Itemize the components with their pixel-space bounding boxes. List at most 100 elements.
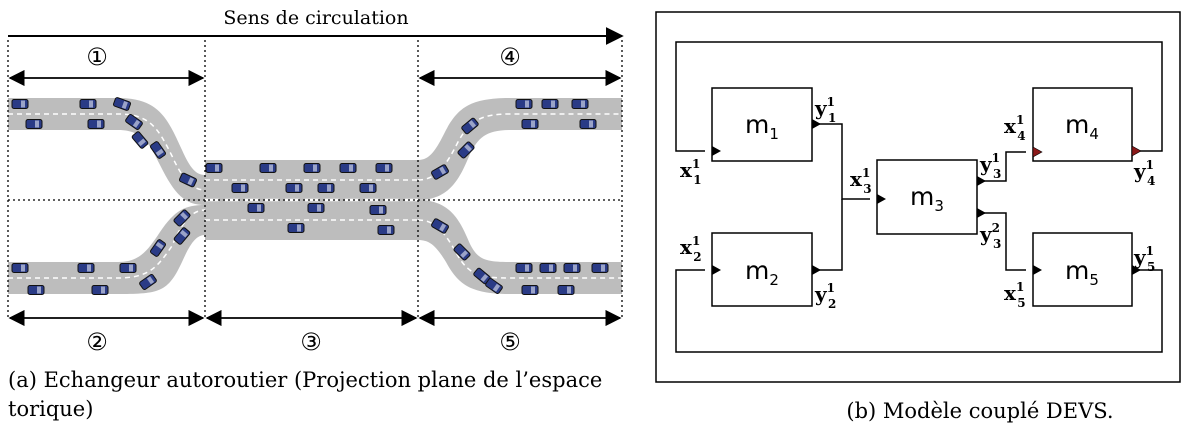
car-icon: [11, 263, 29, 273]
car-icon: [541, 99, 559, 109]
car-icon: [287, 223, 305, 233]
vehicles: [11, 97, 609, 295]
port-x5-marker: [1033, 265, 1042, 275]
car-icon: [303, 163, 321, 173]
zone-number-1: ①: [86, 43, 108, 71]
car-icon: [113, 97, 131, 111]
car-icon: [87, 119, 105, 129]
car-icon: [431, 218, 449, 234]
direction-label: Sens de circulation: [223, 7, 408, 29]
zone-arrows: [8, 69, 622, 327]
car-icon: [259, 163, 277, 173]
car-icon: [25, 119, 43, 129]
car-icon: [461, 117, 479, 135]
car-icon: [369, 205, 387, 215]
port-y4-marker: [1131, 145, 1142, 157]
car-icon: [150, 239, 166, 257]
car-icon: [77, 263, 95, 273]
outer-frame: [655, 11, 1181, 383]
car-icon: [591, 263, 609, 273]
car-icon: [247, 203, 265, 213]
road-segment-2: [8, 205, 205, 294]
car-icon: [91, 285, 109, 295]
car-icon: [563, 263, 581, 273]
model-box-m4: [1032, 87, 1133, 162]
car-icon: [131, 131, 149, 149]
car-icon: [377, 225, 395, 235]
car-icon: [453, 243, 471, 261]
car-icon: [557, 285, 575, 295]
zone-number-3: ③: [300, 328, 322, 356]
zone-separators: [7, 40, 623, 318]
car-icon: [339, 163, 357, 173]
car-icon: [485, 278, 503, 294]
car-icon: [179, 172, 197, 188]
zone-number-2: ②: [86, 328, 108, 356]
port-y1-marker: [812, 119, 821, 129]
car-icon: [571, 99, 589, 109]
car-icon: [285, 183, 303, 193]
port-y5-marker: [1132, 265, 1141, 275]
car-icon: [173, 209, 191, 227]
model-label-m1: m1: [745, 110, 779, 143]
model-label-m2: m2: [745, 256, 779, 289]
car-icon: [150, 141, 166, 159]
car-icon: [119, 263, 137, 273]
car-icon: [579, 119, 597, 129]
car-icon: [11, 99, 29, 109]
zone-number-4: ④: [499, 43, 521, 71]
panel-a-highway-interchange: Sens de circulation: [7, 7, 624, 356]
car-icon: [359, 183, 377, 193]
caption-panel-a: (a) Echangeur autoroutier (Projection pl…: [8, 368, 603, 421]
port-markers: [712, 119, 1141, 275]
car-icon: [431, 164, 449, 180]
port-y3-2-marker: [977, 208, 986, 218]
model-label-m5: m5: [1065, 256, 1099, 289]
port-x1-marker: [712, 146, 721, 156]
car-icon: [515, 99, 533, 109]
car-icon: [539, 263, 557, 273]
port-x4-marker: [1032, 146, 1043, 158]
car-icon: [317, 183, 335, 193]
couplings: [675, 41, 1163, 353]
port-x3-marker: [877, 194, 886, 204]
car-icon: [139, 274, 157, 290]
car-icon: [125, 114, 143, 130]
car-icon: [521, 119, 539, 129]
model-box-m3: [876, 159, 978, 235]
model-label-m3: m3: [910, 182, 944, 215]
car-icon: [375, 163, 393, 173]
car-icon: [79, 99, 97, 109]
car-icon: [231, 183, 249, 193]
model-label-m4: m4: [1065, 110, 1099, 143]
car-icon: [307, 203, 325, 213]
car-icon: [173, 227, 191, 245]
car-icon: [521, 285, 539, 295]
model-box-m1: [711, 87, 813, 162]
port-x2-marker: [712, 265, 721, 275]
caption-panel-b: (b) Modèle couplé DEVS.: [846, 399, 1114, 423]
car-icon: [27, 285, 45, 295]
port-y3-1-marker: [977, 176, 986, 186]
zone-number-5: ⑤: [499, 328, 521, 356]
car-icon: [205, 163, 223, 173]
road-segment-5: [418, 200, 622, 294]
model-box-m5: [1032, 232, 1133, 307]
car-icon: [457, 141, 475, 159]
port-y2-marker: [812, 265, 821, 275]
port-markers-m4: [1032, 145, 1142, 158]
car-icon: [515, 263, 533, 273]
